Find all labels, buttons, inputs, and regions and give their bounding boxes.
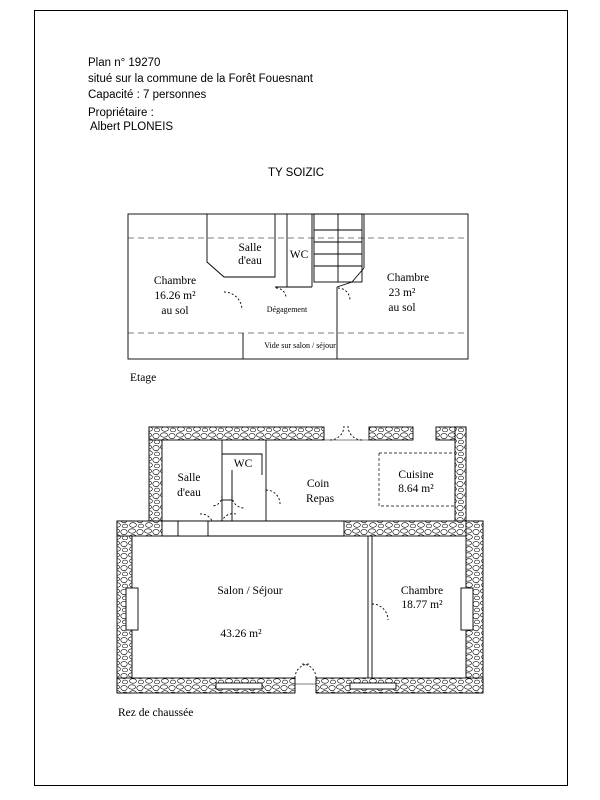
rdc-chambre-2: 18.77 m² bbox=[401, 599, 443, 611]
etage-degagement: Dégagement bbox=[267, 305, 308, 314]
owner-label: Propriétaire : bbox=[88, 107, 154, 119]
etage-chambre-right-1: Chambre bbox=[387, 272, 429, 284]
rdc-chambre-1: Chambre bbox=[401, 585, 443, 597]
etage-chambre-left-3: au sol bbox=[161, 305, 188, 317]
plan-number: Plan n° 19270 bbox=[88, 57, 161, 69]
etage-salle-deau-1: Salle bbox=[239, 242, 262, 254]
plan-title: TY SOIZIC bbox=[268, 167, 324, 179]
rdc-coin-repas-2: Repas bbox=[306, 493, 335, 505]
etage-wc: WC bbox=[290, 249, 309, 261]
rdc-wc: WC bbox=[234, 458, 253, 470]
commune-line: situé sur la commune de la Forêt Fouesna… bbox=[88, 73, 314, 85]
owner-name: Albert PLONEIS bbox=[90, 121, 174, 133]
etage-chambre-right-2: 23 m² bbox=[389, 287, 416, 299]
etage-chambre-left-1: Chambre bbox=[154, 275, 196, 287]
capacity-line: Capacité : 7 personnes bbox=[88, 89, 207, 101]
etage-vide: Vide sur salon / séjour bbox=[264, 341, 336, 350]
etage-chambre-left-2: 16.26 m² bbox=[154, 290, 196, 302]
page-frame bbox=[34, 10, 568, 786]
rdc-salon: Salon / Séjour bbox=[217, 585, 282, 597]
rdc-label: Rez de chaussée bbox=[118, 707, 193, 719]
rdc-coin-repas-1: Coin bbox=[307, 478, 330, 490]
rdc-salon-area: 43.26 m² bbox=[220, 628, 262, 640]
etage-label: Etage bbox=[130, 372, 156, 384]
rdc-cuisine-1: Cuisine bbox=[398, 469, 433, 481]
etage-salle-deau-2: d'eau bbox=[238, 255, 262, 267]
rdc-salle-deau-2: d'eau bbox=[177, 487, 201, 499]
rdc-stone-walls bbox=[116, 426, 484, 694]
rdc-interior bbox=[125, 425, 474, 690]
rdc-salle-deau-1: Salle bbox=[178, 472, 201, 484]
etage-plan bbox=[127, 213, 469, 360]
rdc-cuisine-2: 8.64 m² bbox=[398, 483, 434, 495]
etage-chambre-right-3: au sol bbox=[388, 302, 415, 314]
